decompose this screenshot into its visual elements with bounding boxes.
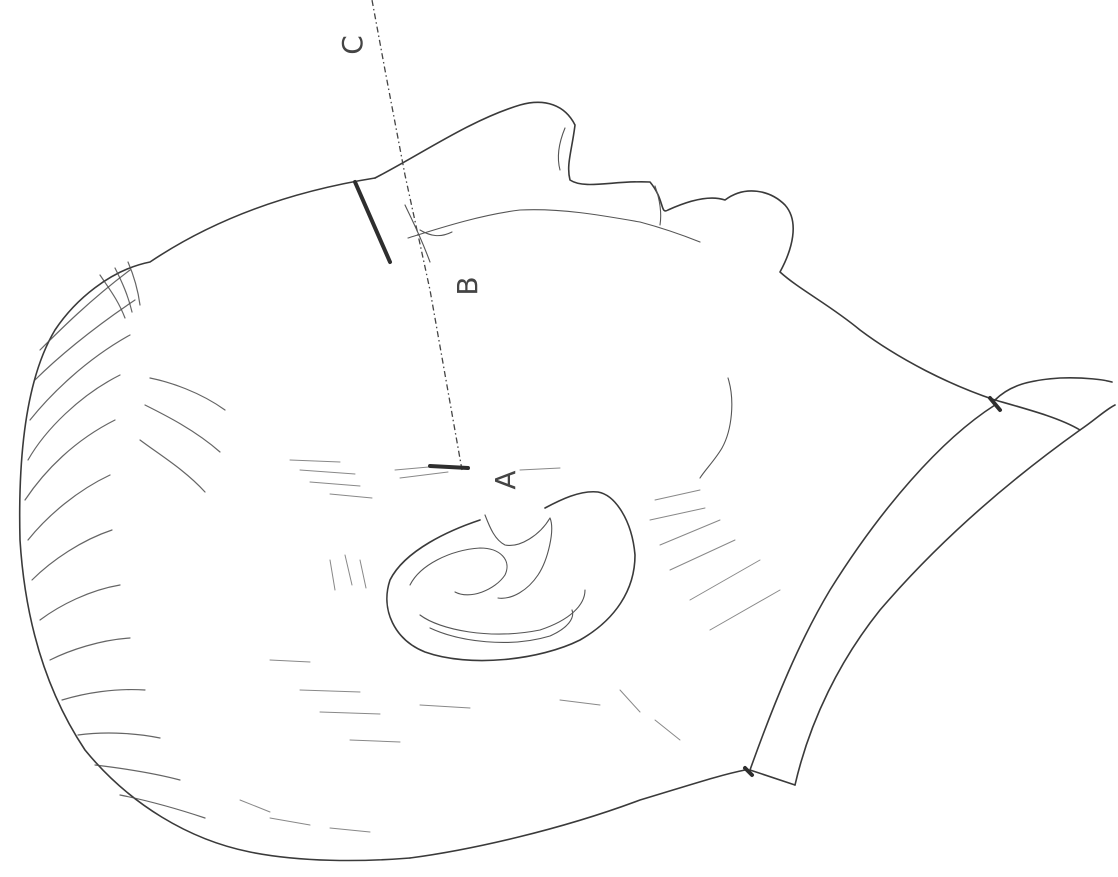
jaw-line <box>410 770 745 858</box>
shading-hatches <box>240 460 780 832</box>
hair-strands <box>25 262 225 818</box>
eye-detail <box>420 230 452 236</box>
label-a: A <box>489 470 522 489</box>
ear-outer <box>387 492 635 661</box>
cheek-contour <box>700 378 732 478</box>
marker-a <box>430 466 468 468</box>
collar-strap-right <box>795 430 1080 785</box>
face-profile <box>375 102 995 400</box>
label-b: B <box>451 276 484 295</box>
ear-helix <box>410 548 507 595</box>
marker-b <box>355 182 390 262</box>
nose-detail <box>558 128 565 170</box>
head-outline <box>20 178 410 860</box>
collar-outer <box>995 378 1112 400</box>
collar-bottom <box>750 770 795 785</box>
collar-strap-left <box>750 405 995 770</box>
ear-antihelix <box>420 590 585 634</box>
label-c: C <box>336 35 369 55</box>
brow-line <box>408 210 700 242</box>
collar-strap-top <box>995 400 1115 430</box>
